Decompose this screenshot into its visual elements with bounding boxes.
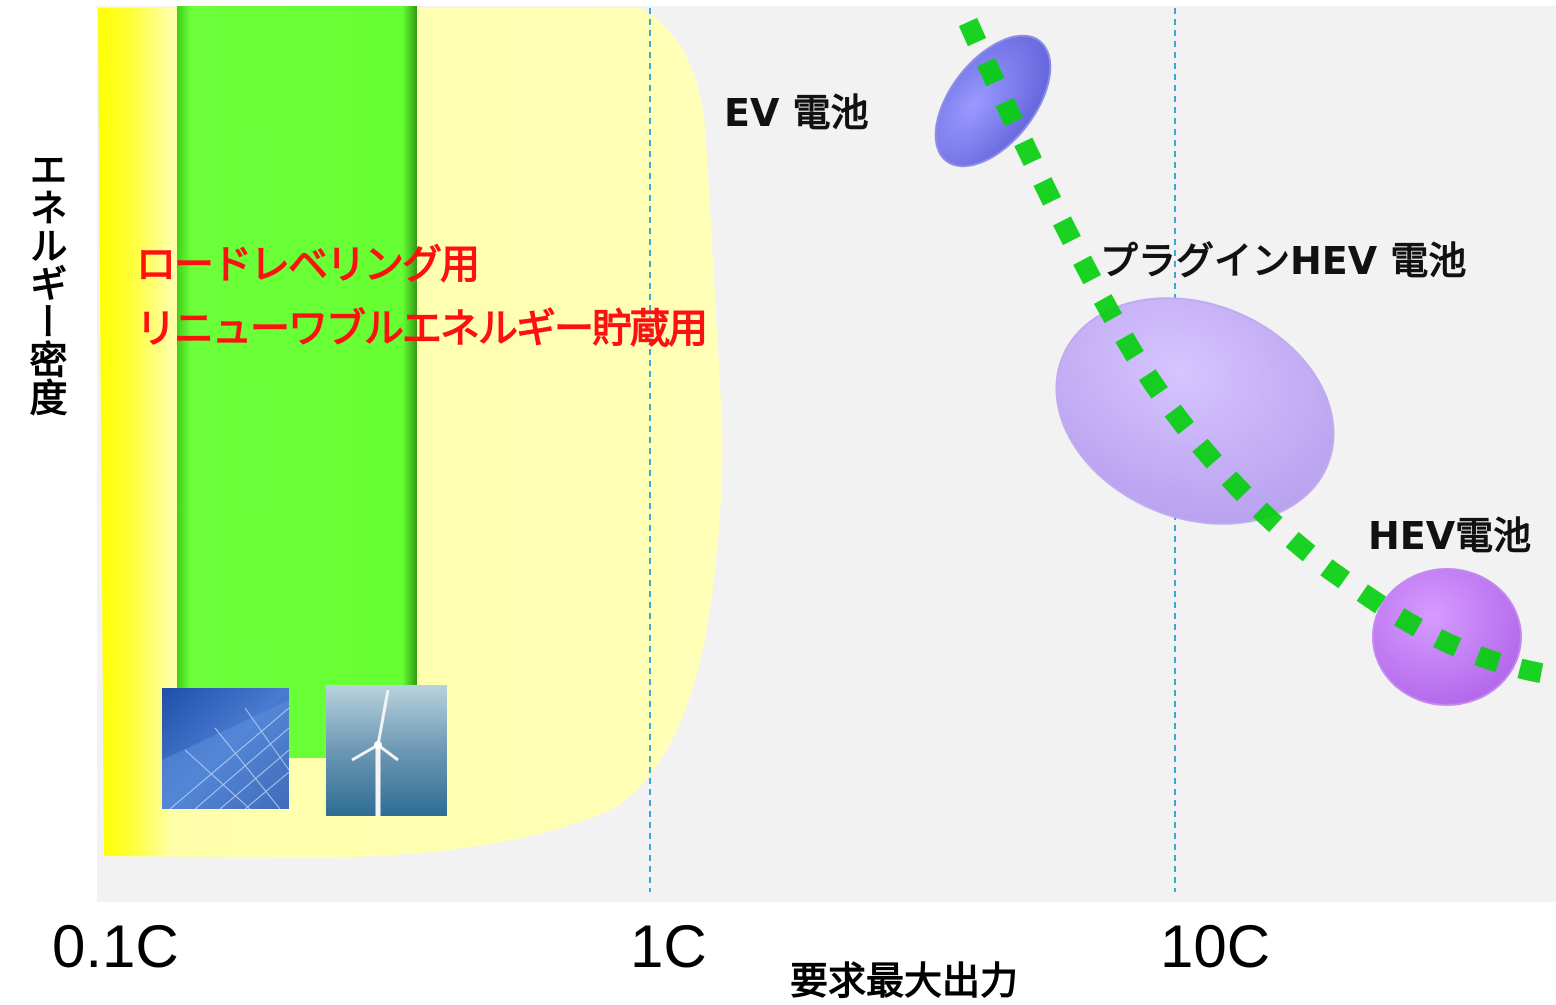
phev-battery-label: プラグインHEV 電池 xyxy=(1100,239,1467,283)
x-tick-1c: 1C xyxy=(630,913,707,980)
y-axis-label: エネルギー密度 xyxy=(23,150,67,416)
stationary-label-load-leveling: ロードレベリング用 xyxy=(136,242,480,288)
ev-battery-label: EV 電池 xyxy=(724,91,869,135)
trend-line xyxy=(958,17,1554,685)
hev-battery-label: HEV電池 xyxy=(1368,514,1532,558)
x-tick-10c: 10C xyxy=(1160,913,1271,980)
x-tick-0-1c: 0.1C xyxy=(52,913,179,980)
ev-battery-region xyxy=(934,34,1052,168)
x-axis-label: 要求最大出力 xyxy=(790,959,1019,1003)
solar-panel-icon xyxy=(162,688,290,810)
stationary-label-renewable: リニューワブルエネルギー貯蔵用 xyxy=(136,306,708,352)
stationary-green-band xyxy=(177,6,417,758)
wind-turbine-icon xyxy=(326,685,447,816)
